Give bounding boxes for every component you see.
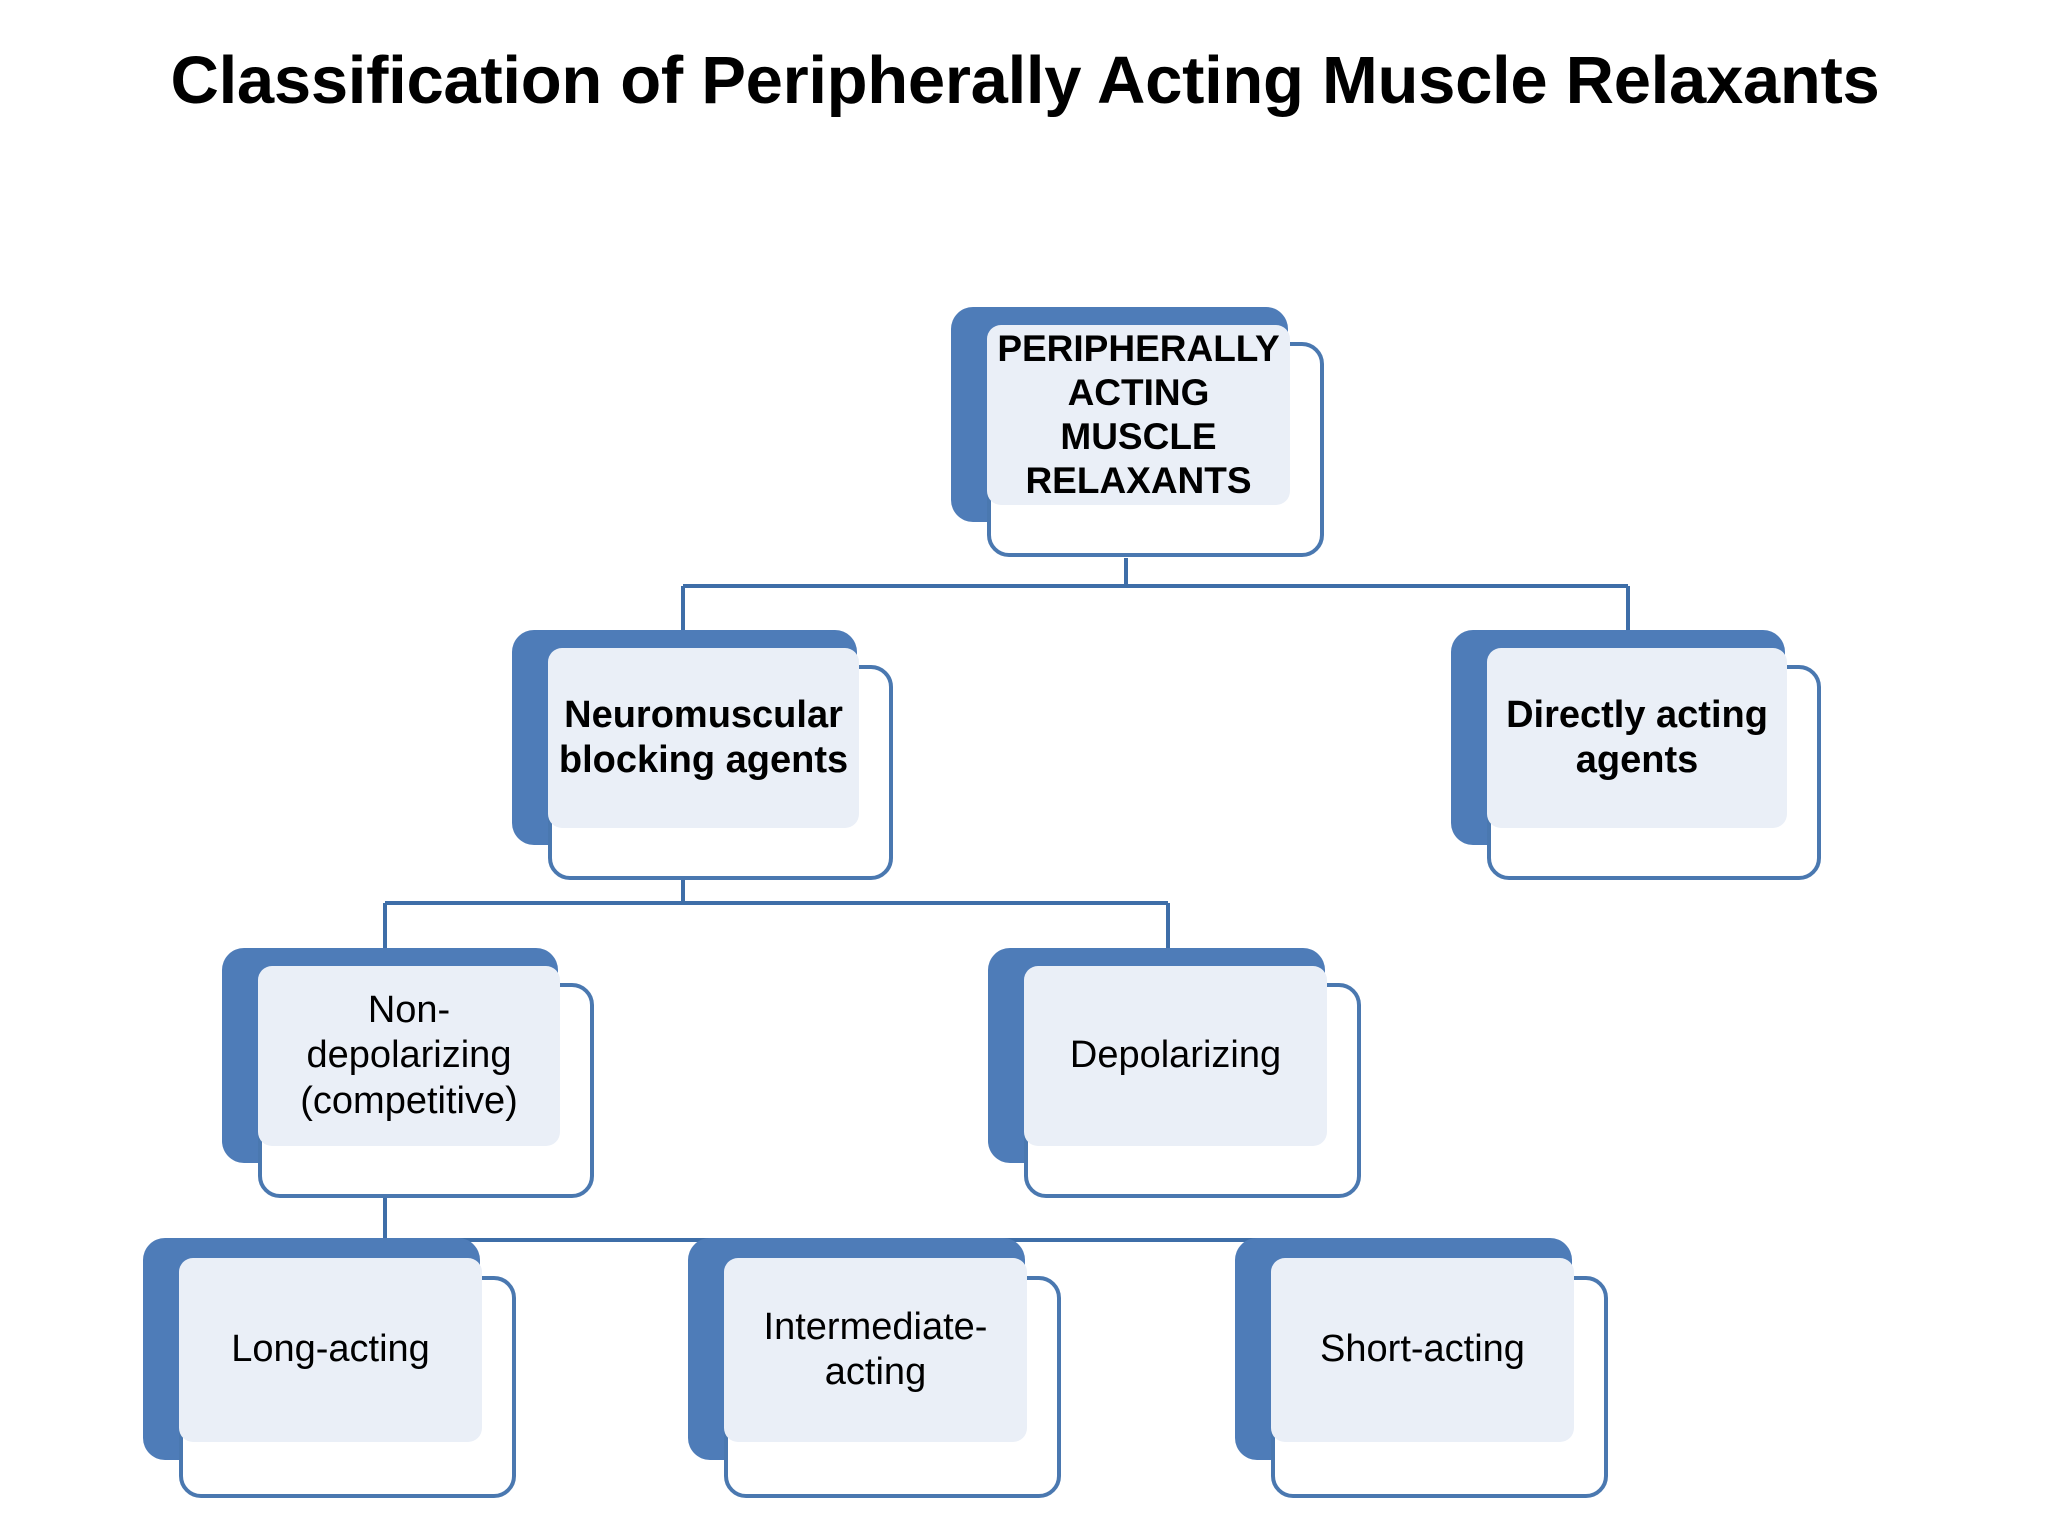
node-neuromuscular-blocking-agents[interactable]: Neuromuscular blocking agents — [512, 630, 912, 880]
node-plate: Non-depolarizing (competitive) — [258, 966, 560, 1146]
node-plate: Intermediate-acting — [724, 1258, 1027, 1442]
node-depolarizing[interactable]: Depolarizing — [988, 948, 1388, 1198]
node-non-depolarizing-competitive[interactable]: Non-depolarizing (competitive) — [222, 948, 622, 1198]
node-plate: PERIPHERALLY ACTING MUSCLE RELAXANTS — [987, 325, 1290, 505]
edge-root-to-level2 — [681, 558, 1630, 632]
node-label: Neuromuscular blocking agents — [558, 693, 849, 781]
node-directly-acting-agents[interactable]: Directly acting agents — [1451, 630, 1851, 880]
node-label: Directly acting agents — [1506, 693, 1768, 781]
node-plate: Directly acting agents — [1487, 648, 1787, 828]
node-label: Depolarizing — [1069, 1034, 1282, 1077]
node-short-acting[interactable]: Short-acting — [1235, 1238, 1635, 1508]
edge-nmba-to-level3 — [383, 876, 1170, 950]
node-label: PERIPHERALLY ACTING MUSCLE RELAXANTS — [997, 327, 1280, 502]
node-plate: Short-acting — [1271, 1258, 1574, 1442]
node-plate: Long-acting — [179, 1258, 482, 1442]
node-label: Non-depolarizing (competitive) — [300, 989, 518, 1122]
node-peripherally-acting-muscle-relaxants[interactable]: PERIPHERALLY ACTING MUSCLE RELAXANTS — [951, 307, 1324, 557]
node-plate: Depolarizing — [1024, 966, 1327, 1146]
node-plate: Neuromuscular blocking agents — [548, 648, 859, 828]
node-label: Short-acting — [1320, 1328, 1525, 1371]
node-long-acting[interactable]: Long-acting — [143, 1238, 543, 1508]
node-intermediate-acting[interactable]: Intermediate-acting — [688, 1238, 1088, 1508]
node-label: Intermediate-acting — [763, 1305, 988, 1393]
page-title: Classification of Peripherally Acting Mu… — [170, 43, 1880, 118]
node-label: Long-acting — [231, 1328, 430, 1371]
